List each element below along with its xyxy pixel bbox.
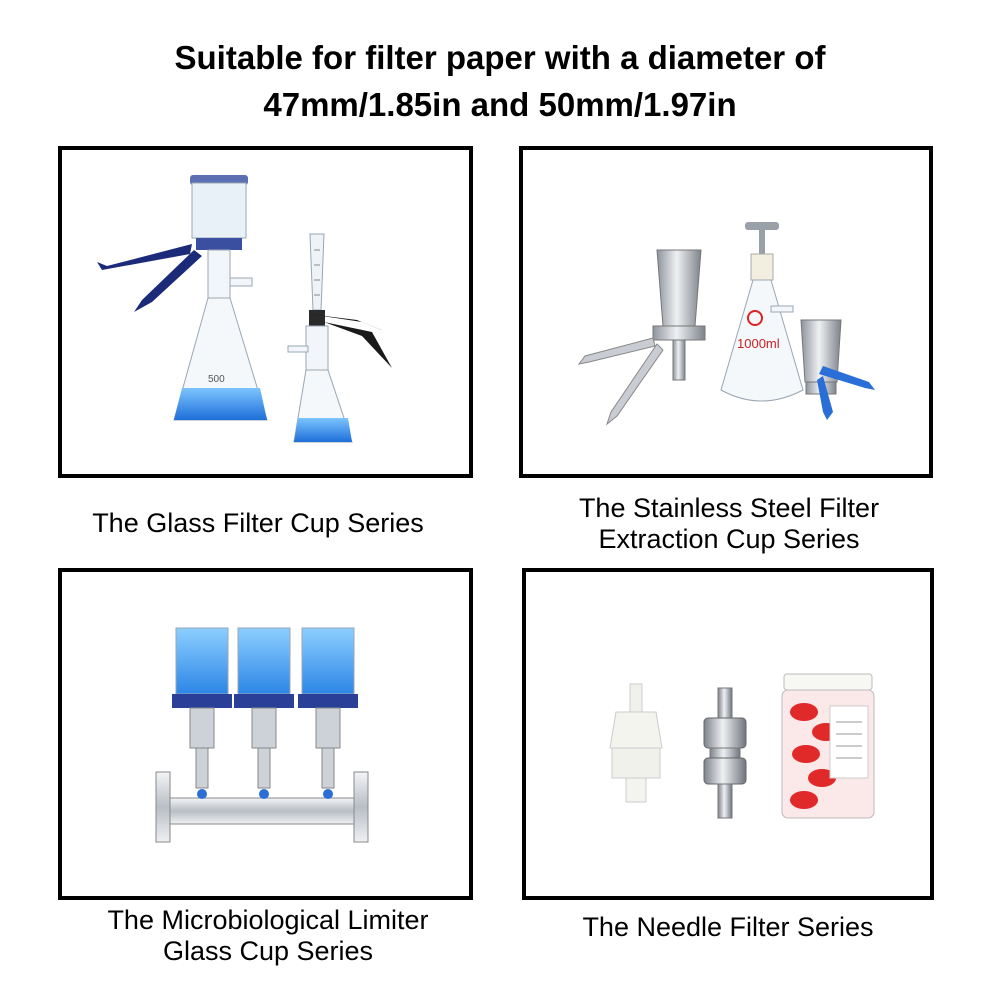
manifold-cup-3 bbox=[298, 627, 358, 789]
panel-glass-filter-cup: 500 bbox=[58, 146, 473, 478]
headline-line-1: Suitable for filter paper with a diamete… bbox=[174, 39, 826, 76]
small-steel-cup bbox=[800, 319, 875, 420]
filter-jar bbox=[781, 673, 875, 819]
caption-line-1: The Stainless Steel Filter bbox=[578, 493, 880, 523]
caption-microbiological-limiter: The Microbiological Limiter Glass Cup Se… bbox=[58, 905, 478, 967]
caption-needle-filter: The Needle Filter Series bbox=[522, 912, 934, 943]
panel-microbiological-limiter bbox=[58, 568, 473, 900]
flask-volume-label: 500 bbox=[208, 374, 225, 385]
panel-stainless-steel-filter: 1000ml bbox=[519, 146, 933, 478]
stainless-steel-filter-image: 1000ml bbox=[577, 222, 875, 426]
steel-needle-filter bbox=[703, 687, 747, 819]
steel-funnel bbox=[577, 249, 706, 426]
caption-line: The Glass Filter Cup Series bbox=[92, 508, 424, 538]
manifold-cup-1 bbox=[172, 627, 232, 789]
headline-line-2: 47mm/1.85in and 50mm/1.97in bbox=[263, 86, 737, 123]
caption-line-2: Glass Cup Series bbox=[162, 936, 374, 966]
caption-glass-filter-cup: The Glass Filter Cup Series bbox=[58, 508, 458, 539]
plastic-needle-filter bbox=[609, 683, 663, 803]
microbiological-manifold-image bbox=[155, 627, 369, 843]
caption-line: The Needle Filter Series bbox=[582, 912, 874, 942]
manifold-cup-2 bbox=[234, 627, 294, 789]
glass-flask: 1000ml bbox=[720, 222, 804, 402]
needle-filter-image bbox=[609, 673, 875, 819]
panel-needle-filter bbox=[522, 568, 934, 900]
caption-line-2: Extraction Cup Series bbox=[598, 524, 860, 554]
manifold-base bbox=[155, 771, 369, 843]
caption-line-1: The Microbiological Limiter bbox=[107, 905, 429, 935]
flask-volume-label: 1000ml bbox=[737, 336, 780, 351]
caption-stainless-steel-filter: The Stainless Steel Filter Extraction Cu… bbox=[519, 493, 939, 555]
small-glass-flask bbox=[287, 233, 406, 443]
glass-filter-cup-image: 500 bbox=[97, 175, 406, 443]
large-glass-flask: 500 bbox=[97, 175, 268, 421]
